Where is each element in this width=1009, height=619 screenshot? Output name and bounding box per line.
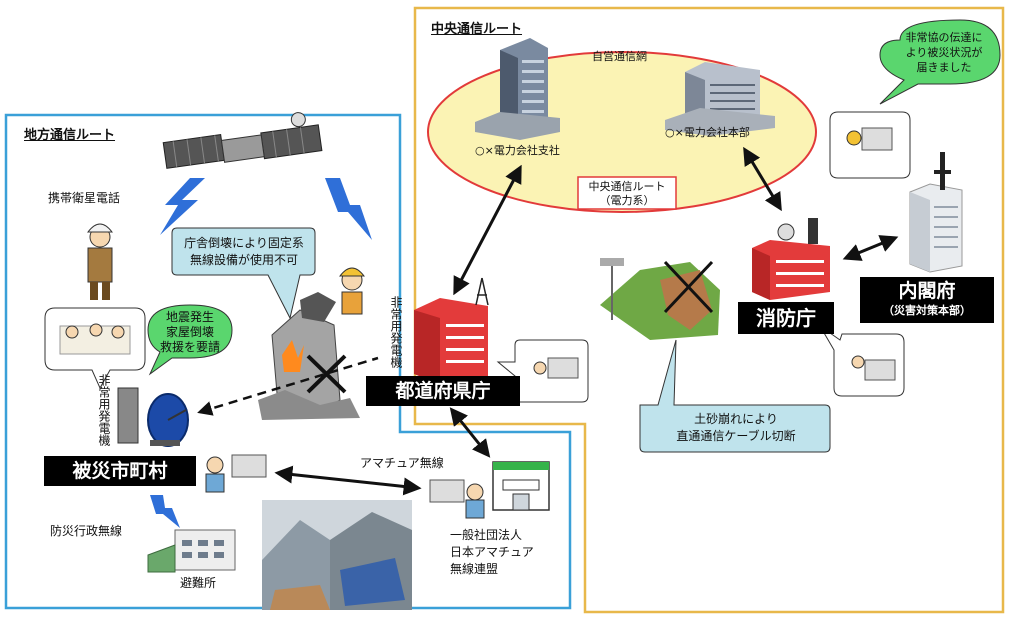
- regional-route-title: 地方通信ルート: [24, 128, 116, 143]
- arrow-hq-fdma: [743, 146, 782, 212]
- lightning-left: [160, 178, 205, 235]
- jarl-building: [492, 461, 550, 511]
- arrow-pref-jarl: [449, 407, 491, 458]
- bubble-quake-line3: 救援を要請: [159, 340, 220, 354]
- fdma-building: [752, 218, 830, 300]
- muni-operators-icon: [59, 323, 131, 355]
- satellite: [162, 112, 323, 169]
- jarl-label-line3: 無線連盟: [450, 562, 499, 576]
- cabinet-label-box: 内閣府 （災害対策本部）: [860, 277, 994, 323]
- operator-amateur: [429, 479, 485, 519]
- fdma-label: 消防庁: [738, 302, 834, 334]
- cabinet-label: 内閣府: [898, 280, 956, 302]
- municipality-label: 被災市町村: [44, 456, 196, 486]
- bubble-landslide: [639, 339, 831, 453]
- bubble-landslide-line1: 土砂崩れにより: [694, 412, 778, 426]
- route-label-line2: （電力系）: [599, 194, 655, 207]
- amateur-radio-label: アマチュア無線: [360, 456, 444, 470]
- cabinet-building: [909, 152, 963, 273]
- bubble-quake-line1: 地震発生: [165, 310, 214, 324]
- collapsed-building: [258, 292, 360, 420]
- parabolic-antenna: [117, 387, 189, 447]
- bubble-report-line1: 非常協の伝達に: [905, 31, 983, 44]
- bubble-report-line3: 届きました: [916, 61, 972, 74]
- regional-route-border: [4, 113, 572, 610]
- bubble-report: [879, 19, 1001, 105]
- shelter-label: 避難所: [180, 576, 217, 590]
- shelter-building: [147, 529, 236, 573]
- disaster-radio-label: 防災行政無線: [50, 524, 123, 538]
- landslide-scene: [600, 258, 720, 340]
- bubble-collapse-line2: 無線設備が使用不可: [189, 253, 298, 267]
- prefecture-label: 都道府県庁: [366, 376, 520, 406]
- route-label-line1: 中央通信ルート: [588, 180, 666, 193]
- central-route-title: 中央通信ルート: [431, 22, 523, 37]
- disaster-photo: [262, 500, 412, 610]
- operator-icons-small: [533, 127, 896, 381]
- generator-muni-label: 非常用発電機: [97, 374, 111, 446]
- lightning-right: [325, 178, 372, 240]
- arrow-pref-branch: [453, 164, 522, 296]
- cabinet-sublabel: （災害対策本部）: [883, 304, 971, 317]
- bubble-report-line2: より被災状況が: [905, 46, 983, 59]
- prefecture-building: [414, 277, 489, 384]
- jarl-label-line1: 一般社団法人: [450, 528, 523, 542]
- arrow-fdma-cabinet: [842, 235, 899, 261]
- generator-pref-label: 非常用発電機: [389, 296, 403, 368]
- lightning-muni: [150, 495, 180, 528]
- power-branch-building: [475, 38, 560, 140]
- arrow-muni-amateur: [274, 465, 422, 496]
- route-label-box: [577, 176, 677, 210]
- power-hq-building: [665, 62, 775, 136]
- private-network-title: 自営通信網: [592, 50, 647, 63]
- arrow-muni-pref-dashed: [197, 356, 379, 416]
- jarl-label-line2: 日本アマチュア: [450, 545, 534, 559]
- power-branch-label: ○×電力会社支社: [475, 144, 560, 157]
- bubble-quake: [147, 304, 233, 376]
- satellite-phone-label: 携帯衛星電話: [48, 191, 121, 205]
- bubble-collapse: [171, 227, 316, 320]
- bubble-quake-line2: 家屋倒壊: [165, 325, 214, 339]
- power-hq-label: ○×電力会社本部: [665, 126, 750, 139]
- worker-person: [338, 267, 366, 315]
- bubble-collapse-line1: 庁舎倒壊により固定系: [184, 236, 304, 250]
- central-route-border: [413, 6, 1005, 614]
- person-satellite-phone: [86, 223, 114, 300]
- operator-municipality: [205, 454, 267, 493]
- bubble-landslide-line2: 直通通信ケーブル切断: [676, 429, 796, 443]
